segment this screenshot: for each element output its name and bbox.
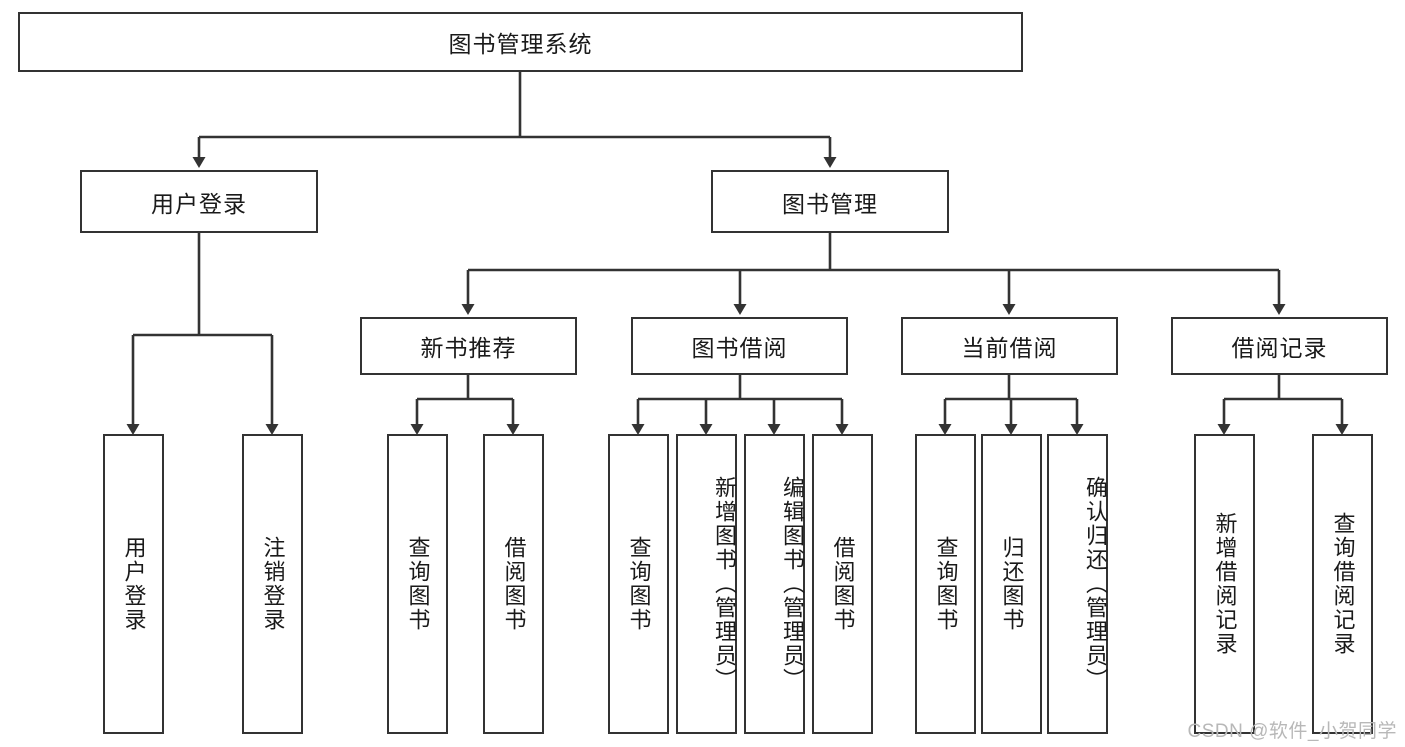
leaf-query-book-3-label: 查询图书 — [933, 536, 959, 632]
leaf-query-book-2[interactable]: 查询图书 — [608, 434, 669, 734]
leaf-logout-label: 注销登录 — [260, 536, 286, 632]
csdn-watermark: CSDN @软件_小贺同学 — [1187, 721, 1397, 742]
leaf-add-book-label: 新增图书（管理员） — [712, 476, 737, 692]
node-borrow-record-label: 借阅记录 — [1231, 335, 1328, 361]
node-current-borrow-label: 当前借阅 — [961, 335, 1058, 361]
leaf-query-book-1-label: 查询图书 — [405, 536, 431, 632]
leaf-edit-book-label: 编辑图书（管理员） — [780, 476, 805, 692]
leaf-user-login-label: 用户登录 — [121, 536, 147, 632]
leaf-borrow-book-1-label: 借阅图书 — [501, 536, 527, 632]
leaf-edit-book[interactable]: 编辑图书（管理员） — [744, 434, 805, 734]
node-user-login-label: 用户登录 — [151, 190, 247, 217]
leaf-query-book-2-label: 查询图书 — [626, 536, 652, 632]
leaf-add-record[interactable]: 新增借阅记录 — [1194, 434, 1255, 734]
leaf-borrow-book-1[interactable]: 借阅图书 — [483, 434, 544, 734]
leaf-add-record-label: 新增借阅记录 — [1212, 512, 1238, 656]
node-book-manage[interactable]: 图书管理 — [711, 170, 949, 233]
leaf-add-book[interactable]: 新增图书（管理员） — [676, 434, 737, 734]
leaf-borrow-book-2-label: 借阅图书 — [830, 536, 856, 632]
node-new-book-rec-label: 新书推荐 — [420, 335, 517, 361]
leaf-confirm-return[interactable]: 确认归还（管理员） — [1047, 434, 1108, 734]
leaf-query-record[interactable]: 查询借阅记录 — [1312, 434, 1373, 734]
node-new-book-rec[interactable]: 新书推荐 — [360, 317, 577, 375]
leaf-confirm-return-label: 确认归还（管理员） — [1083, 476, 1108, 692]
node-book-borrow[interactable]: 图书借阅 — [631, 317, 848, 375]
leaf-return-book[interactable]: 归还图书 — [981, 434, 1042, 734]
node-root[interactable]: 图书管理系统 — [18, 12, 1023, 72]
node-root-label: 图书管理系统 — [448, 31, 593, 57]
leaf-borrow-book-2[interactable]: 借阅图书 — [812, 434, 873, 734]
leaf-query-book-1[interactable]: 查询图书 — [387, 434, 448, 734]
leaf-return-book-label: 归还图书 — [999, 536, 1025, 632]
leaf-query-book-3[interactable]: 查询图书 — [915, 434, 976, 734]
node-borrow-record[interactable]: 借阅记录 — [1171, 317, 1388, 375]
leaf-user-login[interactable]: 用户登录 — [103, 434, 164, 734]
node-current-borrow[interactable]: 当前借阅 — [901, 317, 1118, 375]
leaf-logout[interactable]: 注销登录 — [242, 434, 303, 734]
node-book-manage-label: 图书管理 — [782, 190, 878, 217]
leaf-query-record-label: 查询借阅记录 — [1330, 512, 1356, 656]
node-user-login[interactable]: 用户登录 — [80, 170, 318, 233]
node-book-borrow-label: 图书借阅 — [691, 335, 788, 361]
